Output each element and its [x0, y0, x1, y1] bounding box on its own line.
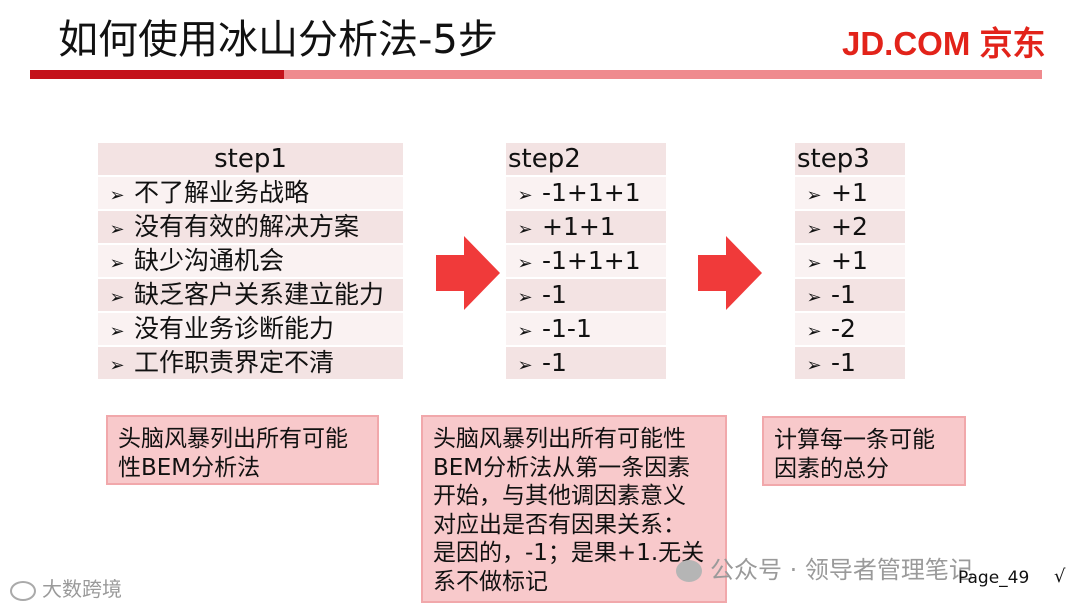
- arrow-bullet-icon: ➢: [517, 253, 533, 274]
- list-item-text: -1-1: [542, 314, 592, 343]
- arrow-bullet-icon: ➢: [806, 185, 822, 206]
- watermark-left: 大数跨境: [10, 573, 122, 602]
- list-item: ➢ 缺少沟通机会: [98, 245, 403, 277]
- list-item-text: -1: [831, 280, 856, 309]
- list-item: ➢ +1: [795, 177, 905, 209]
- arrow-bullet-icon: ➢: [109, 253, 125, 274]
- list-item-text: 没有业务诊断能力: [134, 314, 335, 343]
- arrow-bullet-icon: ➢: [806, 219, 822, 240]
- note-line: 系不做标记: [433, 568, 548, 595]
- list-item-text: -2: [831, 314, 856, 343]
- list-item: ➢ 工作职责界定不清: [98, 347, 403, 379]
- list-item-text: +1: [831, 246, 868, 275]
- arrow-bullet-icon: ➢: [806, 355, 822, 376]
- right-arrow-icon: [698, 236, 762, 310]
- step2-note: 头脑风暴列出所有可能性 BEM分析法从第一条因素 开始，与其他调因素意义 对应出…: [421, 415, 727, 603]
- arrow-bullet-icon: ➢: [517, 185, 533, 206]
- arrow-bullet-icon: ➢: [517, 355, 533, 376]
- list-item-text: 缺乏客户关系建立能力: [134, 280, 385, 309]
- list-item: ➢ 不了解业务战略: [98, 177, 403, 209]
- list-item: ➢ 没有有效的解决方案: [98, 211, 403, 243]
- step1-list: step1 ➢ 不了解业务战略 ➢ 没有有效的解决方案 ➢ 缺少沟通机会 ➢ 缺乏客户关…: [98, 143, 403, 379]
- wechat-icon: [676, 560, 702, 582]
- arrow-bullet-icon: ➢: [109, 321, 125, 342]
- arrow-bullet-icon: ➢: [109, 219, 125, 240]
- list-item: ➢ +1+1: [506, 211, 666, 243]
- check-mark-icon: √: [1054, 566, 1066, 587]
- list-item-text: -1: [542, 348, 567, 377]
- watermark-left-text: 大数跨境: [42, 577, 122, 601]
- list-item-text: +1+1: [542, 212, 616, 241]
- step1-header-row: step1: [98, 143, 403, 175]
- list-item: ➢ 没有业务诊断能力: [98, 313, 403, 345]
- list-item-text: 没有有效的解决方案: [134, 212, 360, 241]
- arrow-bullet-icon: ➢: [109, 185, 125, 206]
- arrow-bullet-icon: ➢: [806, 253, 822, 274]
- list-item-text: 不了解业务战略: [134, 178, 310, 207]
- step3-note: 计算每一条可能 因素的总分: [762, 416, 966, 486]
- list-item-text: -1+1+1: [542, 178, 641, 207]
- list-item-text: -1: [831, 348, 856, 377]
- weibo-icon: [10, 580, 36, 601]
- step3-header: step3: [797, 144, 870, 174]
- list-item: ➢ +2: [795, 211, 905, 243]
- title-underline-dark: [30, 70, 284, 79]
- note-line: 头脑风暴列出所有可能: [118, 426, 348, 452]
- list-item: ➢ -1+1+1: [506, 177, 666, 209]
- arrow-bullet-icon: ➢: [806, 321, 822, 342]
- list-item-text: -1+1+1: [542, 246, 641, 275]
- list-item: ➢ -1+1+1: [506, 245, 666, 277]
- list-item: ➢ -2: [795, 313, 905, 345]
- step2-list: step2 ➢-1+1+1 ➢+1+1 ➢-1+1+1 ➢-1 ➢-1-1 ➢-…: [506, 143, 666, 379]
- title-underline-light: [284, 70, 1042, 79]
- watermark-right: 公众号 · 领导者管理笔记: [676, 550, 973, 585]
- arrow-bullet-icon: ➢: [517, 287, 533, 308]
- list-item: ➢ -1: [795, 279, 905, 311]
- list-item: ➢ 缺乏客户关系建立能力: [98, 279, 403, 311]
- watermark-right-text: 公众号 · 领导者管理笔记: [710, 556, 973, 584]
- note-line: 开始，与其他调因素意义: [433, 483, 686, 509]
- step2-header: step2: [508, 144, 581, 174]
- note-line: BEM分析法从第一条因素: [433, 454, 691, 481]
- right-arrow-icon: [436, 236, 500, 310]
- list-item: ➢ +1: [795, 245, 905, 277]
- note-line: 计算每一条可能: [774, 427, 935, 453]
- page-number: Page_49: [958, 568, 1030, 588]
- list-item: ➢ -1-1: [506, 313, 666, 345]
- note-line: 是因的，-1；是果+1.无关: [433, 540, 705, 566]
- list-item: ➢ -1: [795, 347, 905, 379]
- arrow-bullet-icon: ➢: [517, 321, 533, 342]
- jd-logo: JD.COM 京东: [842, 25, 1046, 62]
- list-item: ➢ -1: [506, 279, 666, 311]
- list-item-text: 工作职责界定不清: [134, 348, 335, 377]
- note-line: 头脑风暴列出所有可能性: [433, 426, 686, 452]
- step2-header-row: step2: [506, 143, 666, 175]
- arrow-bullet-icon: ➢: [517, 219, 533, 240]
- list-item-text: +2: [831, 212, 868, 241]
- list-item-text: 缺少沟通机会: [134, 246, 285, 275]
- note-line: 对应出是否有因果关系：: [433, 511, 686, 538]
- list-item-text: +1: [831, 178, 868, 207]
- step3-header-row: step3: [795, 143, 905, 175]
- arrow-bullet-icon: ➢: [109, 355, 125, 376]
- arrow-bullet-icon: ➢: [109, 287, 125, 308]
- step1-note: 头脑风暴列出所有可能 性BEM分析法: [106, 415, 379, 485]
- slide-title: 如何使用冰山分析法-5步: [58, 17, 498, 63]
- list-item-text: -1: [542, 280, 567, 309]
- note-line: 性BEM分析法: [118, 455, 261, 481]
- step3-list: step3 ➢ +1 ➢ +2 ➢ +1 ➢ -1 ➢ -2 ➢ -1: [795, 143, 905, 379]
- note-line: 因素的总分: [774, 456, 889, 482]
- arrow-bullet-icon: ➢: [806, 287, 822, 308]
- list-item: ➢ -1: [506, 347, 666, 379]
- step1-header: step1: [214, 144, 287, 174]
